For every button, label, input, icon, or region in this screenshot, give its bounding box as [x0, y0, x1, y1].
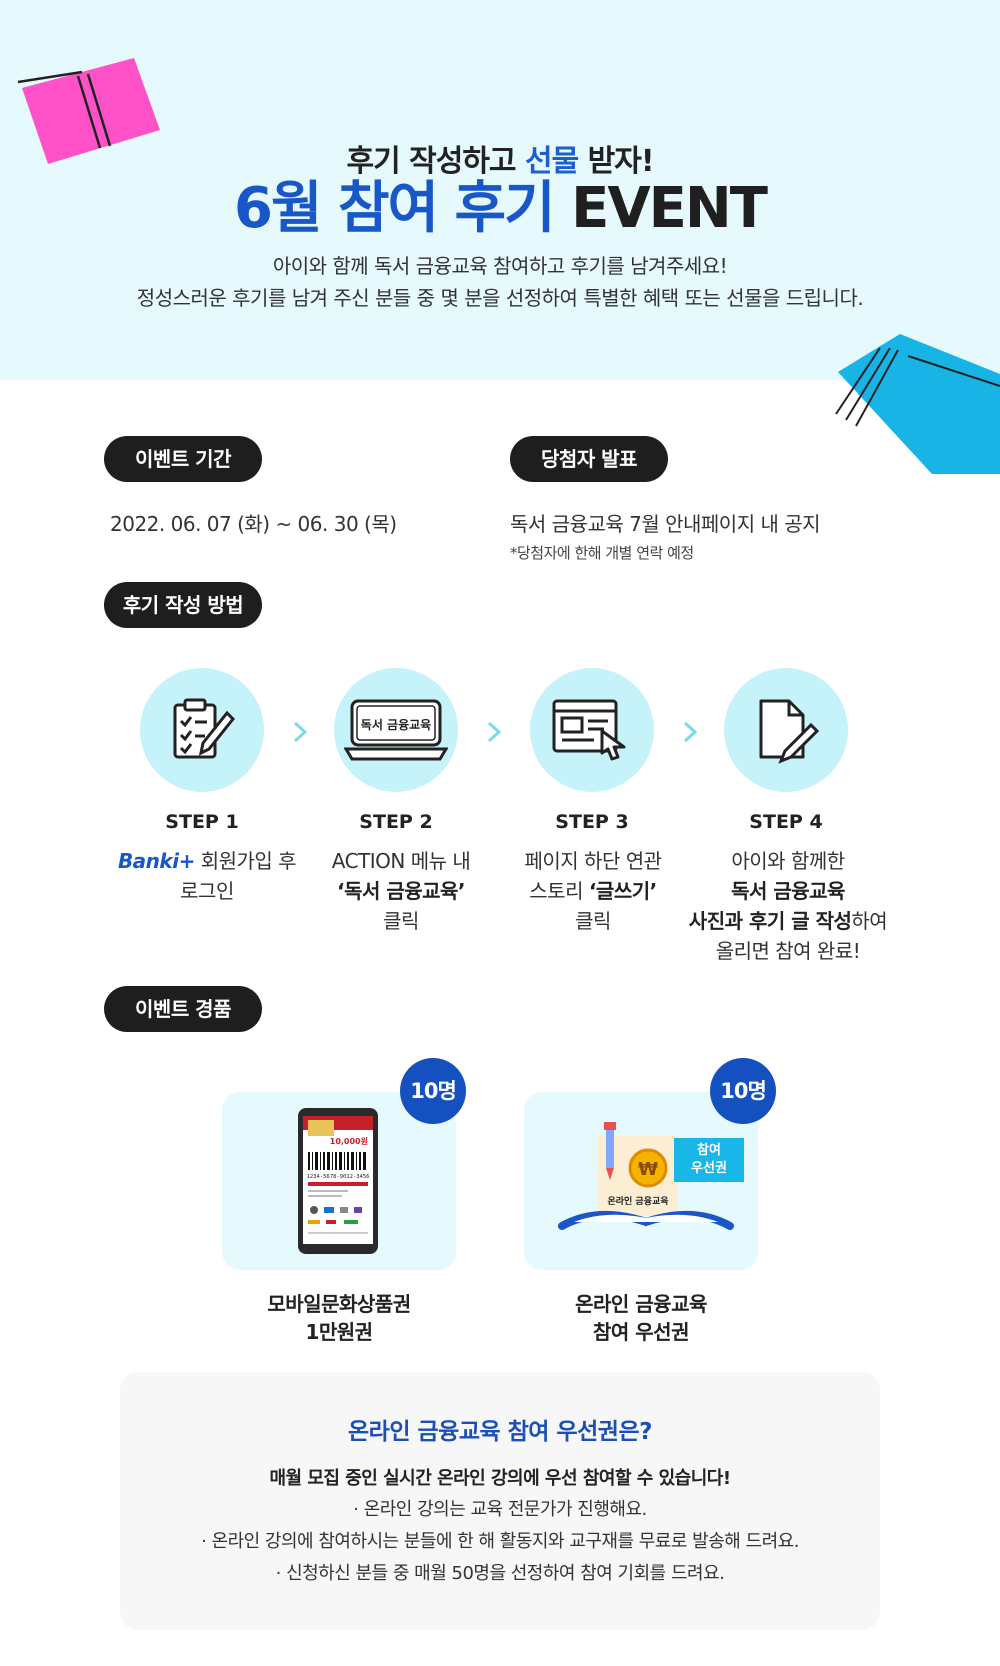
prize1-card: 10,000원 1234-5678-9012-3456 — [222, 1092, 456, 1270]
step1-icon-circle — [140, 668, 264, 792]
event-period-value: 2022. 06. 07 (화) ~ 06. 30 (목) — [110, 512, 397, 536]
info-box: 온라인 금융교육 참여 우선권은? 매월 모집 중인 실시간 온라인 강의에 우… — [120, 1372, 880, 1630]
clipboard-check-icon — [173, 698, 236, 759]
step4-desc: 아이와 함께한 독서 금융교육 사진과 후기 글 작성하여 올리면 참여 완료! — [688, 849, 888, 963]
priority-tag: 참여 우선권 — [674, 1138, 744, 1182]
laptop-screen-text: 독서 금융교육 — [361, 717, 431, 732]
list-item: 신청하신 분들 중 매월 50명을 선정하여 참여 기회를 드려요. — [120, 1558, 880, 1590]
paper-text: 온라인 금융교육 — [607, 1195, 668, 1207]
voucher-amount: 10,000 — [330, 1137, 361, 1146]
winner-announce-value: 독서 금융교육 7월 안내페이지 내 공지 — [510, 512, 821, 536]
info-lead: 매월 모집 중인 실시간 온라인 강의에 우선 참여할 수 있습니다! — [269, 1468, 731, 1489]
step4-label: STEP 4 — [749, 811, 823, 833]
winner-announce-note: *당첨자에 한해 개별 연락 예정 — [510, 544, 694, 562]
mobile-voucher-icon: 10,000원 1234-5678-9012-3456 — [298, 1108, 378, 1254]
prize2-count-badge: 10명 — [710, 1058, 776, 1124]
chevron-right-icon — [293, 721, 308, 743]
chevron-right-icon — [683, 721, 698, 743]
list-item: 온라인 강의에 참여하시는 분들에 한 해 활동지와 교구재를 무료로 발송해 … — [120, 1526, 880, 1558]
barcode-number: 1234-5678-9012-3456 — [307, 1174, 370, 1180]
hero-banner: 후기 작성하고 선물 받자! 6월 참여 후기 EVENT 아이와 함께 독서 … — [0, 0, 1000, 380]
prize2-card: ₩ 온라인 금융교육 참여 우선권 — [524, 1092, 758, 1270]
step2-label: STEP 2 — [359, 811, 433, 833]
step3-icon-circle — [530, 668, 654, 792]
step3-label: STEP 3 — [555, 811, 629, 833]
browser-click-icon — [552, 699, 626, 761]
step4-icon-circle — [724, 668, 848, 792]
list-item: 온라인 강의는 교육 전문가가 진행해요. — [120, 1494, 880, 1526]
winner-announce-label: 당첨자 발표 — [510, 436, 668, 482]
coin-won-icon: ₩ — [638, 1159, 658, 1180]
barcode-icon — [308, 1152, 366, 1170]
chevron-right-icon — [487, 721, 502, 743]
blue-book-icon — [835, 334, 1000, 474]
hero-subtitle-highlight: 선물 — [524, 144, 579, 179]
hero-title-event: EVENT — [571, 176, 768, 241]
prize1-count-badge: 10명 — [400, 1058, 466, 1124]
banki-logo: Banki+ — [117, 849, 195, 873]
step1-label: STEP 1 — [165, 811, 239, 833]
online-education-icon: ₩ 온라인 금융교육 — [558, 1122, 734, 1230]
step2-desc: ACTION 메뉴 내 ‘독서 금융교육’ 클릭 — [331, 849, 471, 933]
hero-title: 6월 참여 후기 EVENT — [0, 176, 1000, 242]
step1-desc: Banki+ 회원가입 후 로그인 — [117, 849, 297, 903]
document-pen-icon — [759, 699, 820, 764]
pink-book-icon — [18, 58, 160, 164]
info-list: 온라인 강의는 교육 전문가가 진행해요. 온라인 강의에 참여하시는 분들에 … — [120, 1494, 880, 1590]
step3-desc: 페이지 하단 연관 스토리 ‘글쓰기’ 클릭 — [524, 849, 662, 933]
svg-text:10,000원: 10,000원 — [330, 1136, 368, 1146]
prize2-name: 온라인 금융교육 참여 우선권 — [575, 1292, 707, 1344]
prizes-label: 이벤트 경품 — [104, 986, 262, 1032]
event-period-label: 이벤트 기간 — [104, 436, 262, 482]
step2-icon-circle: 독서 금융교육 — [334, 668, 458, 792]
hero-subtitle: 후기 작성하고 선물 받자! — [346, 144, 654, 179]
hero-description: 아이와 함께 독서 금융교육 참여하고 후기를 남겨주세요! 정성스러운 후기를… — [136, 254, 864, 310]
prize1-name: 모바일문화상품권 1만원권 — [267, 1292, 411, 1344]
laptop-icon: 독서 금융교육 — [344, 699, 448, 761]
hero-title-month: 6월 참여 후기 — [234, 176, 556, 241]
howto-label: 후기 작성 방법 — [104, 582, 262, 628]
info-title: 온라인 금융교육 참여 우선권은? — [348, 1419, 652, 1445]
